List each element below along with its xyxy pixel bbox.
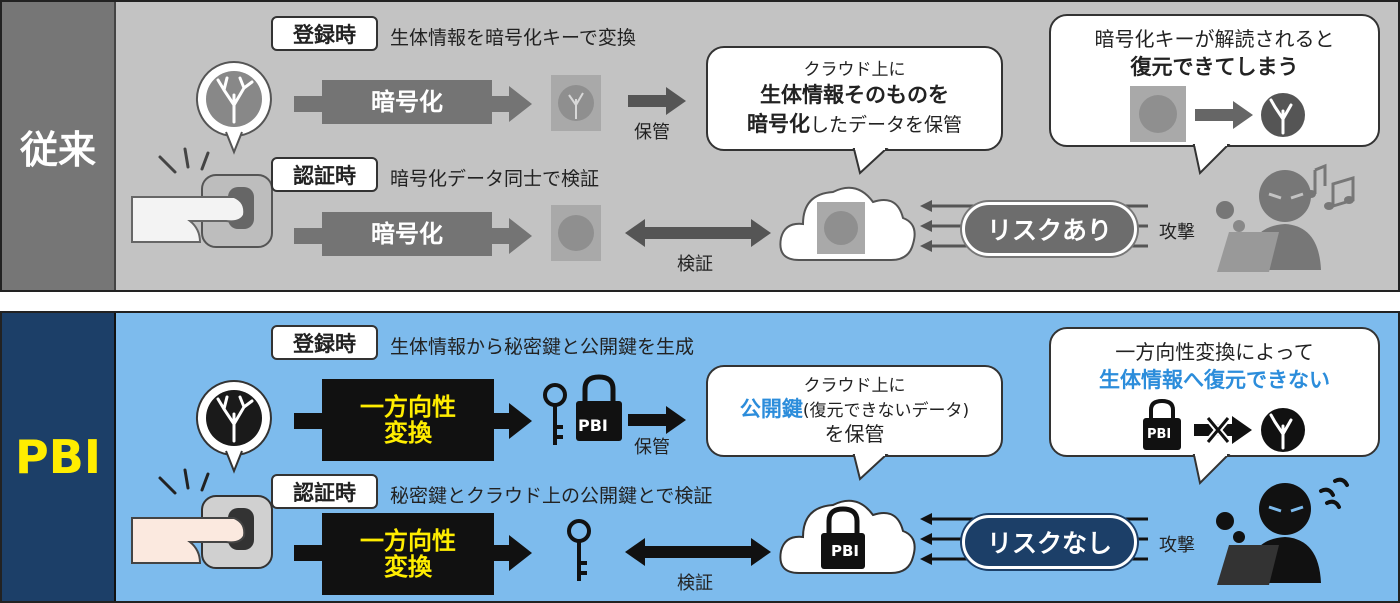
fingerprint-scanner-icon: [131, 147, 273, 248]
hacker-icon: [1216, 477, 1349, 585]
bubble-line: を保管: [824, 421, 885, 446]
oneway-transform-box: 一方向性 変換: [322, 513, 494, 595]
oneway-line: 一方向性: [360, 392, 456, 421]
encrypted-data-icon: [551, 75, 601, 131]
pbi-label: PBI: [2, 313, 116, 601]
attack-label: 攻撃: [1157, 531, 1197, 557]
attack-bubble: 暗号化キーが解読されると 復元できてしまう: [1049, 14, 1380, 147]
key-icon: [567, 519, 591, 581]
cloud-storage-bubble: クラウド上に 公開鍵(復元できないデータ) を保管: [706, 365, 1003, 457]
bubble-blue: 公開鍵: [739, 396, 803, 421]
cloud-icon: [779, 186, 916, 261]
oneway-line: 一方向性: [360, 526, 456, 555]
cloud-storage-bubble: クラウド上に 生体情報そのものを 暗号化したデータを保管: [706, 46, 1003, 151]
fingerprint-icon: [196, 61, 272, 155]
attack-bubble: 一方向性変換によって 生体情報へ復元できない: [1049, 327, 1380, 457]
store-label: 保管: [634, 437, 670, 458]
verify-arrow: [625, 219, 771, 247]
bubble-line: 生体情報そのものを: [760, 83, 949, 108]
encrypted-data-icon: [551, 205, 601, 261]
blocked-icon: [1194, 415, 1252, 445]
register-description: 生体情報を暗号化キーで変換: [390, 27, 636, 49]
register-description: 生体情報から秘密鍵と公開鍵を生成: [390, 336, 695, 358]
bubble-line: クラウド上に: [803, 376, 906, 397]
lock-text: PBI: [578, 416, 608, 435]
store-arrow: [628, 406, 686, 434]
padlock-icon: [576, 374, 622, 441]
attack-label: 攻撃: [1157, 218, 1197, 244]
conventional-panel: 従来 登録時 生体情報を暗号化キーで変換 暗号化 保管 クラウド上に 生体情報そ: [0, 0, 1400, 292]
fingerprint-icon: [1261, 408, 1305, 452]
bubble-bold: 暗号化: [746, 111, 810, 136]
encrypted-data-icon: [1130, 86, 1186, 142]
verify-label: 検証: [677, 254, 713, 275]
padlock-icon: [1143, 398, 1181, 450]
bubble-tail: [852, 146, 889, 175]
bubble-tail: [1192, 142, 1231, 176]
verify-label: 検証: [677, 573, 713, 594]
bubble-tail: [852, 452, 889, 481]
register-tag: 登録時: [271, 325, 378, 360]
store-arrow: [628, 87, 686, 115]
oneway-line: 変換: [384, 553, 432, 581]
bubble-line: 暗号化したデータを保管: [747, 110, 962, 139]
risk-badge: リスクなし: [962, 515, 1137, 569]
register-tag: 登録時: [271, 16, 378, 51]
auth-tag: 認証時: [271, 157, 378, 192]
oneway-transform-box: 一方向性 変換: [322, 379, 494, 461]
bubble-line: 一方向性変換によって: [1115, 340, 1314, 364]
key-icon: [543, 383, 567, 445]
fingerprint-scanner-icon: [131, 468, 273, 569]
fingerprint-icon: [196, 380, 272, 474]
bubble-rest: したデータを保管: [809, 113, 962, 136]
lock-text: PBI: [1147, 427, 1172, 442]
bubble-line: 暗号化キーが解読されると: [1094, 27, 1335, 51]
verify-arrow: [625, 538, 771, 566]
lock-text: PBI: [831, 542, 860, 560]
fingerprint-icon: [1261, 93, 1305, 137]
auth-description: 秘密鍵とクラウド上の公開鍵とで検証: [390, 485, 713, 507]
auth-tag: 認証時: [271, 474, 378, 509]
bubble-tail: [1192, 452, 1231, 486]
auth-description: 暗号化データ同士で検証: [390, 168, 600, 190]
risk-badge: リスクあり: [962, 202, 1137, 256]
store-label: 保管: [634, 122, 670, 143]
bubble-rest: (復元できないデータ): [802, 400, 970, 421]
restore-arrow: [1195, 101, 1253, 129]
pbi-panel: PBI 登録時 生体情報から秘密鍵と公開鍵を生成 一方向性 変換 PBI: [0, 311, 1400, 603]
oneway-line: 変換: [384, 419, 432, 447]
bubble-line: 復元できてしまう: [1130, 55, 1299, 79]
bubble-line: 公開鍵(復元できないデータ): [740, 397, 969, 422]
conventional-label: 従来: [2, 2, 116, 290]
encrypt-box: 暗号化: [322, 212, 492, 256]
bubble-line: 生体情報へ復元できない: [1099, 368, 1330, 392]
hacker-icon: [1216, 163, 1355, 272]
encrypt-box: 暗号化: [322, 80, 492, 124]
bubble-line: クラウド上に: [803, 59, 906, 80]
cloud-icon: [779, 499, 916, 574]
